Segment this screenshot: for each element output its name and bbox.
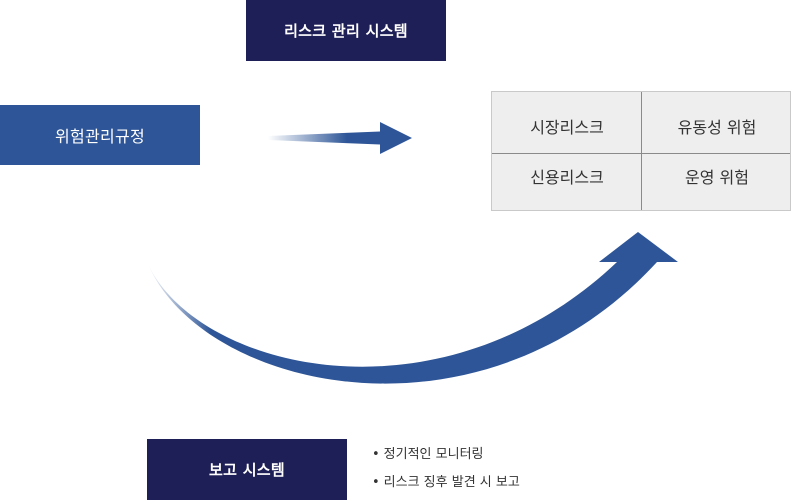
table-divider-vertical xyxy=(641,92,642,210)
list-item-text: 리스크 징후 발견 시 보고 xyxy=(383,475,520,490)
table-divider-horizontal xyxy=(492,153,790,154)
curved-arrow-icon xyxy=(147,232,678,384)
reporting-system-label: 보고 시스템 xyxy=(208,461,286,479)
list-item: •정기적인 모니터링 xyxy=(372,445,520,473)
risk-cell-credit: 신용리스크 xyxy=(492,156,642,212)
risk-cell-label: 신용리스크 xyxy=(530,168,604,187)
risk-management-system-box: 리스크 관리 시스템 xyxy=(246,0,446,61)
risk-cell-label: 시장리스크 xyxy=(530,118,604,137)
bullet-icon: • xyxy=(372,447,380,462)
reporting-system-box: 보고 시스템 xyxy=(147,439,347,500)
list-item-text: 정기적인 모니터링 xyxy=(383,447,484,462)
bullet-icon: • xyxy=(372,475,380,490)
risk-cell-label: 유동성 위험 xyxy=(677,118,757,137)
risk-management-system-label: 리스크 관리 시스템 xyxy=(284,22,408,40)
risk-regulation-label: 위험관리규정 xyxy=(54,127,146,146)
risk-cell-label: 운영 위험 xyxy=(685,168,749,187)
risk-cell-market: 시장리스크 xyxy=(492,92,642,156)
risk-types-table: 시장리스크 유동성 위험 신용리스크 운영 위험 xyxy=(491,91,791,211)
right-arrow-icon xyxy=(268,122,412,154)
list-item: •리스크 징후 발견 시 보고 xyxy=(372,473,520,500)
risk-cell-operational: 운영 위험 xyxy=(642,156,791,212)
risk-regulation-box: 위험관리규정 xyxy=(0,105,200,165)
report-items-list: •정기적인 모니터링 •리스크 징후 발견 시 보고 xyxy=(372,445,520,500)
risk-cell-liquidity: 유동성 위험 xyxy=(642,92,791,156)
